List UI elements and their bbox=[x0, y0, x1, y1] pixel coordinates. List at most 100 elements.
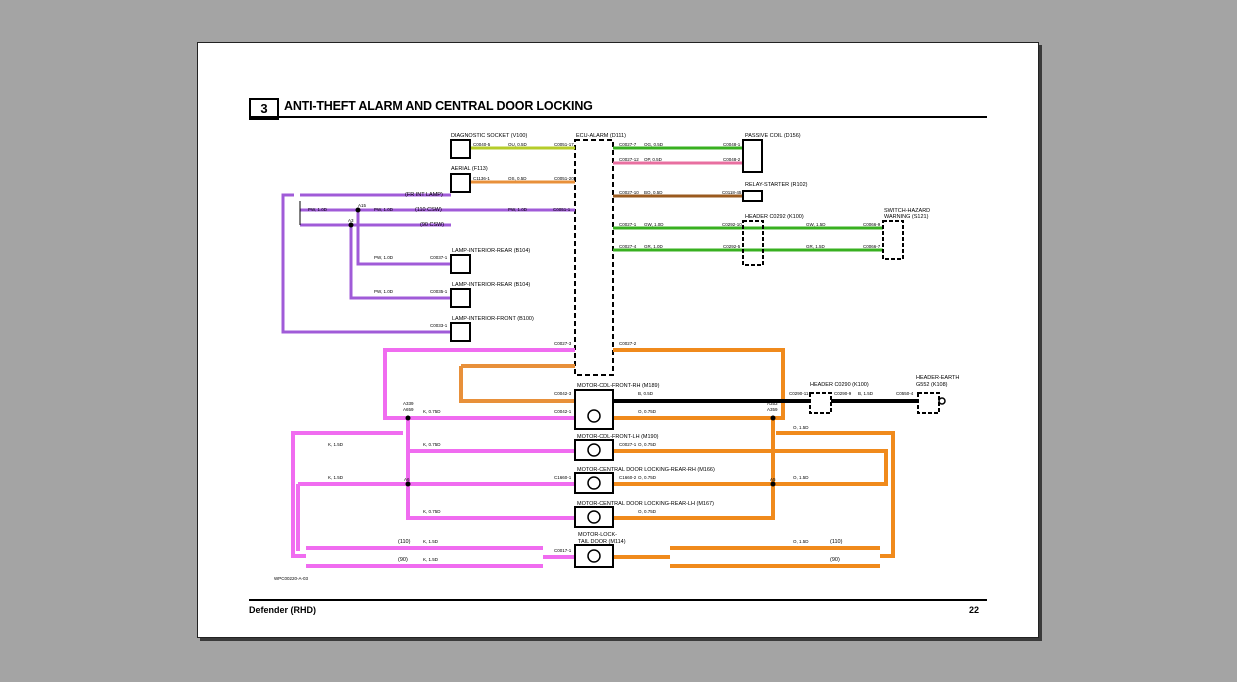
svg-text:C1660-2: C1660-2 bbox=[619, 475, 637, 480]
label-motor-fr-lh: MOTOR-CDL-FRONT-LH (M190) bbox=[577, 434, 659, 440]
svg-text:C0051-20: C0051-20 bbox=[554, 176, 574, 181]
svg-text:C0027-7: C0027-7 bbox=[619, 142, 637, 147]
label-ecu: ECU-ALARM (D111) bbox=[576, 133, 626, 139]
svg-text:C0550-4: C0550-4 bbox=[896, 391, 914, 396]
svg-text:O, 0.75D: O, 0.75D bbox=[638, 509, 657, 514]
relay-starter-box bbox=[742, 190, 763, 202]
svg-text:A339: A339 bbox=[403, 401, 414, 406]
footer-rule bbox=[249, 599, 987, 601]
svg-text:A659: A659 bbox=[403, 407, 414, 412]
svg-text:GR, 1.0D: GR, 1.0D bbox=[644, 244, 664, 249]
note-90-csw: (90 CSW) bbox=[420, 222, 444, 228]
note-90-left: (90) bbox=[398, 557, 408, 563]
ecu-alarm-box bbox=[574, 139, 614, 376]
svg-text:PW, 1.0D: PW, 1.0D bbox=[374, 207, 394, 212]
lamp-rear-2-box bbox=[450, 288, 471, 308]
wiring-diagram: DIAGNOSTIC SOCKET (V100) AERIAL (F113) E… bbox=[274, 133, 959, 581]
svg-text:K, 0.75D: K, 0.75D bbox=[423, 442, 441, 447]
label-motor-tail-1: MOTOR-LOCK- bbox=[578, 532, 617, 538]
svg-text:K, 1.5D: K, 1.5D bbox=[328, 442, 344, 447]
svg-text:C1136-1: C1136-1 bbox=[473, 176, 490, 181]
motor-rear-rh bbox=[574, 472, 614, 494]
svg-text:K, 0.75D: K, 0.75D bbox=[423, 509, 441, 514]
aerial-box bbox=[450, 173, 471, 193]
svg-text:GW, 1.0D: GW, 1.0D bbox=[644, 222, 664, 227]
page-title: ANTI-THEFT ALARM AND CENTRAL DOOR LOCKIN… bbox=[284, 99, 593, 113]
wire-orange-tail bbox=[776, 431, 895, 558]
svg-text:OS, 0.5D: OS, 0.5D bbox=[508, 176, 527, 181]
svg-text:PW, 1.0D: PW, 1.0D bbox=[308, 207, 328, 212]
svg-text:A15: A15 bbox=[358, 203, 367, 208]
svg-text:C0048-1: C0048-1 bbox=[723, 142, 741, 147]
footer-page-number: 22 bbox=[969, 605, 980, 615]
svg-text:C0027-2: C0027-2 bbox=[619, 341, 637, 346]
svg-text:A359: A359 bbox=[767, 407, 778, 412]
wire-orange-loop bbox=[613, 416, 775, 520]
svg-text:OU, 0.5D: OU, 0.5D bbox=[508, 142, 528, 147]
svg-text:GW, 1.5D: GW, 1.5D bbox=[806, 222, 826, 227]
svg-text:O, 0.75D: O, 0.75D bbox=[638, 409, 657, 414]
svg-text:PW, 1.0D: PW, 1.0D bbox=[374, 255, 394, 260]
diag-socket-box bbox=[450, 139, 471, 159]
svg-text:C0027-4: C0027-4 bbox=[619, 244, 637, 249]
svg-text:C0035-1: C0035-1 bbox=[430, 289, 448, 294]
label-header-earth-1: HEADER-EARTH bbox=[916, 375, 959, 381]
note-fr-int-lamp: (FR INT LAMP) bbox=[405, 192, 443, 198]
label-switch-hazard-2: WARNING (S121) bbox=[884, 214, 929, 220]
svg-text:C0027-10: C0027-10 bbox=[619, 190, 639, 195]
note-110-right: (110) bbox=[830, 539, 843, 545]
passive-coil-box bbox=[742, 139, 763, 173]
svg-text:PW, 1.0D: PW, 1.0D bbox=[374, 289, 394, 294]
svg-text:C0027-3: C0027-3 bbox=[554, 341, 572, 346]
svg-text:PW, 1.0D: PW, 1.0D bbox=[508, 207, 528, 212]
label-passive-coil: PASSIVE COIL (D156) bbox=[745, 133, 801, 139]
svg-text:C0027-12: C0027-12 bbox=[619, 157, 639, 162]
note-110-left: (110) bbox=[398, 539, 411, 545]
wire-orange-main bbox=[613, 348, 785, 420]
svg-text:K, 1.5D: K, 1.5D bbox=[423, 539, 439, 544]
svg-text:C0040-5: C0040-5 bbox=[473, 142, 491, 147]
wire-orange-aux bbox=[459, 364, 575, 403]
lamp-front-box bbox=[450, 322, 471, 342]
svg-text:A3: A3 bbox=[348, 218, 354, 223]
footer-vehicle: Defender (RHD) bbox=[249, 605, 317, 615]
svg-text:A5: A5 bbox=[770, 477, 776, 482]
label-lamp-front: LAMP-INTERIOR-FRONT (B100) bbox=[452, 316, 534, 322]
section-number: 3 bbox=[249, 98, 279, 120]
label-lamp-rear-1: LAMP-INTERIOR-REAR (B104) bbox=[452, 248, 530, 254]
svg-text:A353: A353 bbox=[767, 401, 778, 406]
svg-text:K, 0.75D: K, 0.75D bbox=[423, 409, 441, 414]
motor-tail-door bbox=[574, 544, 614, 568]
svg-text:C0027-1: C0027-1 bbox=[619, 222, 637, 227]
header-rule bbox=[249, 116, 987, 118]
svg-text:K, 1.5D: K, 1.5D bbox=[328, 475, 344, 480]
svg-text:C0027-1: C0027-1 bbox=[619, 442, 637, 447]
label-lamp-rear-2: LAMP-INTERIOR-REAR (B104) bbox=[452, 282, 530, 288]
motor-rear-lh bbox=[574, 506, 614, 528]
svg-text:C0118-45: C0118-45 bbox=[722, 190, 742, 195]
svg-text:C0292-5: C0292-5 bbox=[723, 244, 741, 249]
svg-text:C0048-2: C0048-2 bbox=[723, 157, 741, 162]
note-110-csw: (110 CSW) bbox=[415, 207, 442, 213]
svg-text:O, 1.5D: O, 1.5D bbox=[793, 475, 809, 480]
svg-text:C0051-1: C0051-1 bbox=[553, 207, 571, 212]
header-c0290-box bbox=[809, 392, 832, 414]
header-c0292-box bbox=[742, 220, 764, 266]
svg-text:A6: A6 bbox=[404, 477, 410, 482]
wire-lamp-rear-2 bbox=[349, 225, 451, 300]
label-header-earth-2: G552 (K108) bbox=[916, 382, 948, 388]
svg-text:C0042-1: C0042-1 bbox=[554, 409, 572, 414]
svg-text:C0037-1: C0037-1 bbox=[430, 255, 448, 260]
svg-text:C0066-9: C0066-9 bbox=[863, 222, 881, 227]
svg-text:C1660-1: C1660-1 bbox=[554, 475, 572, 480]
svg-text:C0290-9: C0290-9 bbox=[834, 391, 852, 396]
svg-text:B, 1.5D: B, 1.5D bbox=[858, 391, 874, 396]
svg-text:C0051-17: C0051-17 bbox=[554, 142, 574, 147]
svg-text:O, 1.5D: O, 1.5D bbox=[793, 539, 809, 544]
note-90-right: (90) bbox=[830, 557, 840, 563]
svg-text:K, 1.5D: K, 1.5D bbox=[423, 557, 439, 562]
label-aerial: AERIAL (F113) bbox=[451, 166, 488, 172]
wire-pink-tail bbox=[291, 431, 403, 558]
label-motor-tail-2: TAIL DOOR (M114) bbox=[578, 539, 626, 545]
label-motor-fr-rh: MOTOR-CDL-FRONT-RH (M189) bbox=[577, 383, 660, 389]
